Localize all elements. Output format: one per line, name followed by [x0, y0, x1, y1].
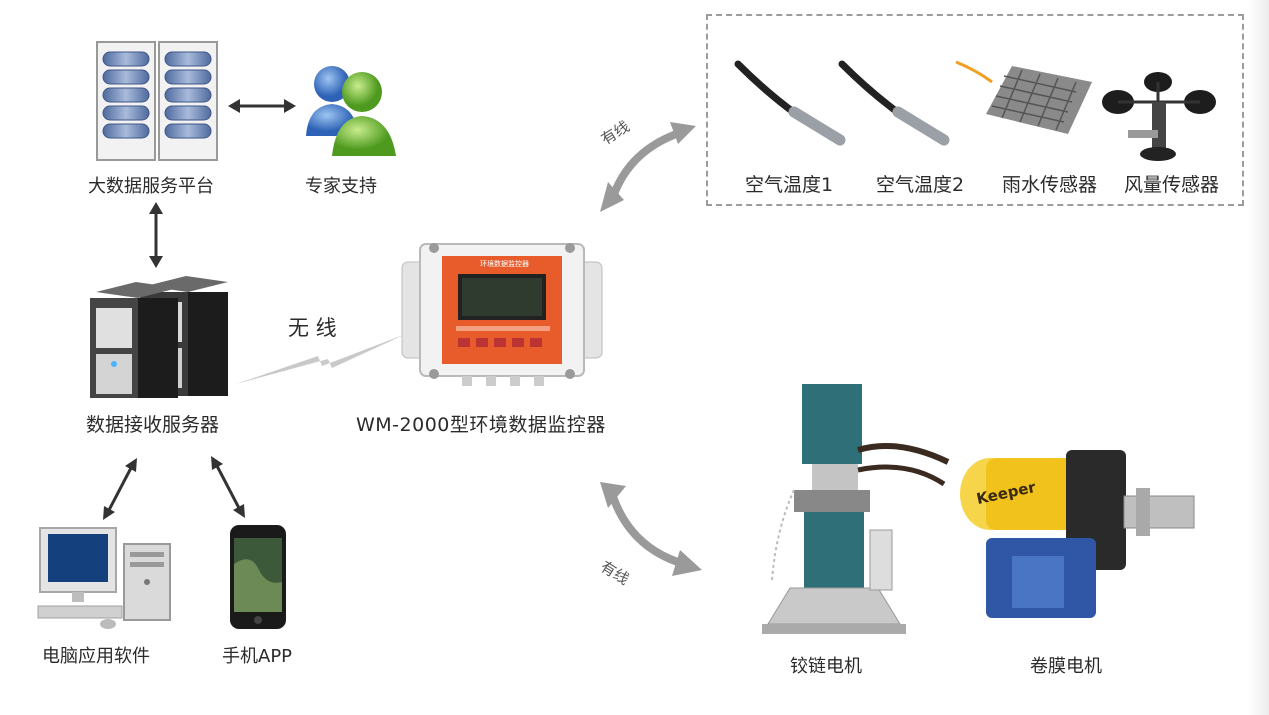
arrow-server-pc — [103, 458, 137, 520]
arrow-controller-motors — [600, 482, 702, 576]
mobile-app-label: 手机APP — [222, 646, 293, 667]
film-motor-icon — [960, 450, 1195, 618]
receiving-server-icon — [90, 276, 228, 398]
expert-support-icon — [306, 66, 396, 156]
expert-support-label: 专家支持 — [305, 176, 377, 197]
controller-label: WM-2000型环境数据监控器 — [356, 414, 606, 436]
hinge-motor-label: 铰链电机 — [790, 656, 862, 677]
big-data-platform-icon — [96, 41, 218, 161]
sensor-label-4: 风量传感器 — [1124, 174, 1220, 196]
sensor-label-3: 雨水传感器 — [1002, 174, 1098, 196]
sensor-label-1: 空气温度1 — [745, 174, 834, 196]
air-temp-sensor-1-icon — [734, 60, 846, 146]
film-motor-label: 卷膜电机 — [1030, 656, 1102, 677]
sensor-label-2: 空气温度2 — [876, 174, 965, 196]
rain-sensor-icon — [955, 60, 1092, 134]
big-data-platform-label: 大数据服务平台 — [88, 176, 214, 197]
arrow-platform-server — [149, 202, 163, 268]
arrow-server-phone — [211, 456, 245, 518]
pc-software-label: 电脑应用软件 — [42, 646, 150, 667]
phone-icon — [230, 525, 286, 629]
page-edge-shadow — [1247, 0, 1269, 715]
controller-device — [401, 243, 603, 386]
air-temp-sensor-2-icon — [838, 60, 950, 146]
wireless-bolt — [236, 334, 406, 384]
arrow-controller-sensors — [600, 122, 696, 212]
controller-panel-title: 环境数据监控器 — [480, 260, 529, 268]
arrow-platform-expert — [228, 99, 296, 113]
wind-sensor-icon — [1102, 72, 1216, 161]
sensor-box — [706, 14, 1244, 206]
pc-icon — [37, 527, 171, 629]
wireless-label: 无 线 — [288, 316, 337, 340]
receiving-server-label: 数据接收服务器 — [86, 414, 220, 436]
hinge-motor-icon — [762, 384, 950, 634]
